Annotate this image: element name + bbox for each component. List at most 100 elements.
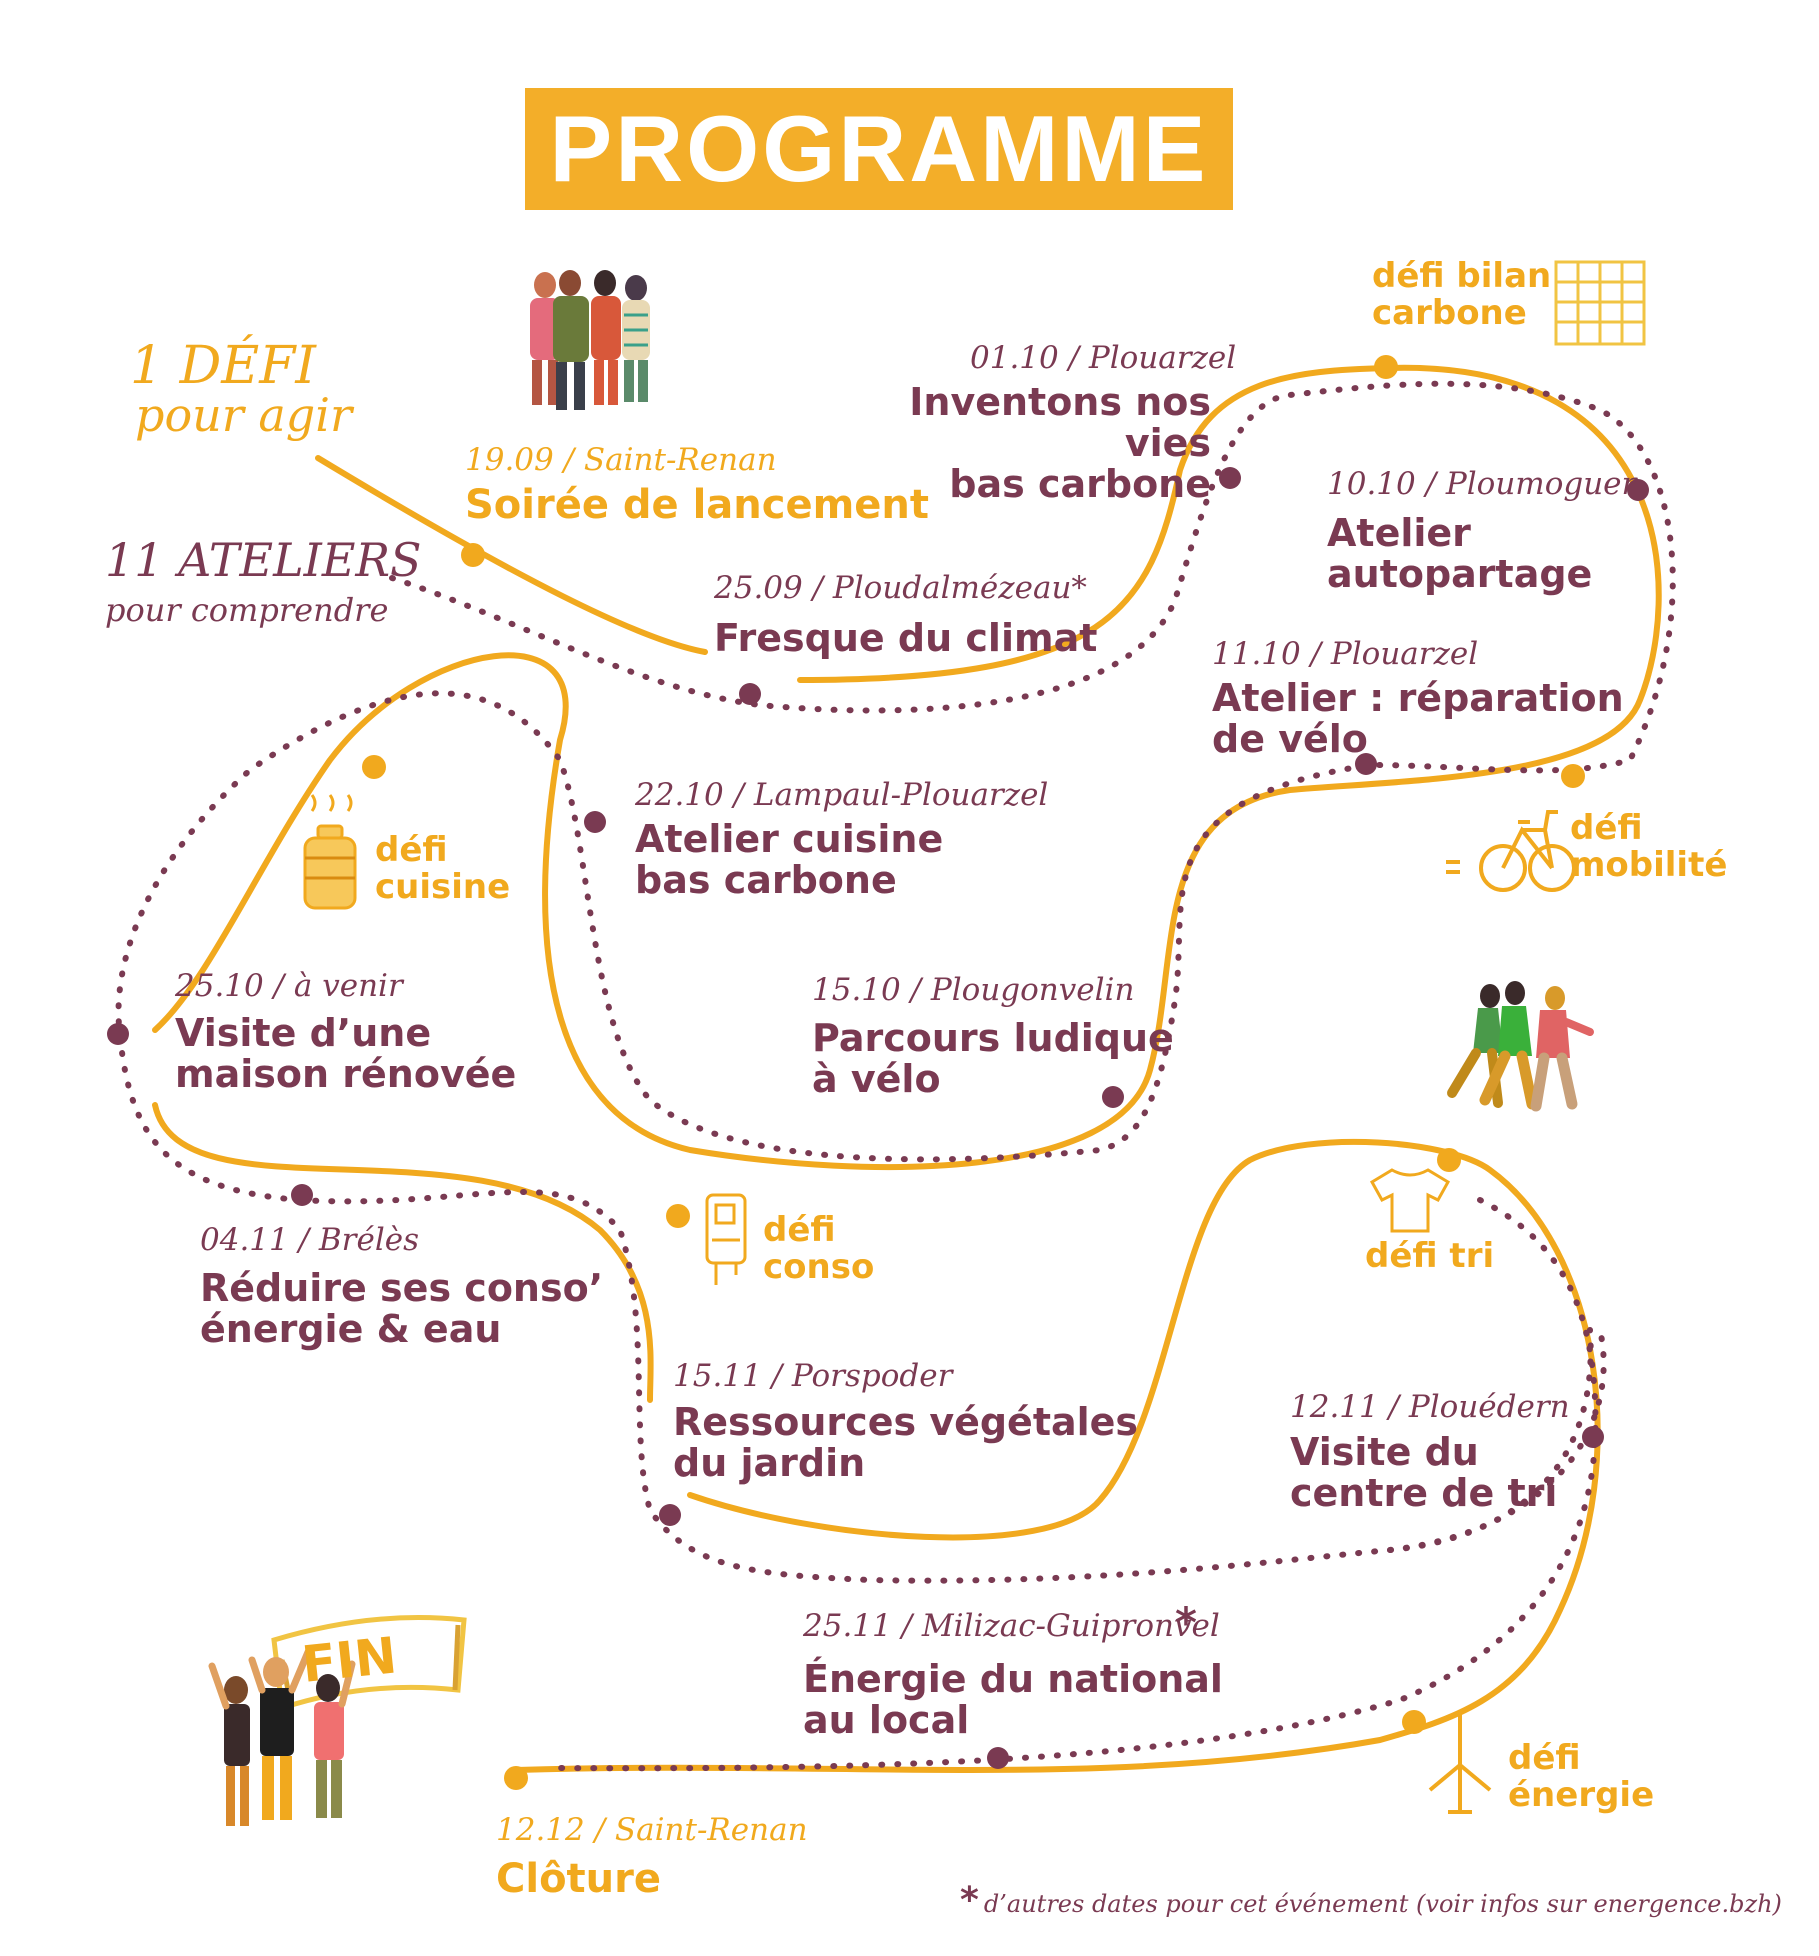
water-heater-icon: [705, 1193, 747, 1285]
defi-route-line: [152, 364, 1662, 1171]
event-title-line: bas carbone: [635, 858, 897, 903]
event-title: Atelier : réparation de vélo: [1212, 677, 1624, 762]
defi-tri-label: défi tri: [1365, 1236, 1495, 1276]
defi-label-line: carbone: [1372, 292, 1527, 333]
defi-cuisine-label: défi cuisine: [375, 832, 510, 905]
event-title-line: Ressources végétales: [673, 1400, 1139, 1444]
calendar-grid-icon: [1554, 260, 1646, 346]
event-title-line: Visite d’une: [175, 1011, 432, 1055]
ateliers-route-line: [557, 1197, 1599, 1772]
event-title-line: Atelier: [1327, 511, 1471, 555]
defi-route-line: [152, 1102, 654, 1403]
defi-route-line: [513, 1138, 1601, 1773]
atelier-marker: [1627, 479, 1649, 501]
defi-marker: [1437, 1148, 1461, 1172]
event-title: Visite d’une maison rénovée: [175, 1011, 516, 1095]
event-title: Réduire ses conso’ énergie & eau: [200, 1266, 604, 1352]
event-date: 15.11 / Porspoder: [673, 1358, 953, 1394]
asterisk-marker: *: [1175, 1598, 1197, 1647]
event-title: Atelier cuisine bas carbone: [635, 817, 944, 903]
event-title-line: énergie & eau: [200, 1307, 502, 1352]
atelier-marker: [584, 811, 606, 833]
defi-marker: [461, 543, 485, 567]
event-title: Clôture: [496, 1856, 661, 1902]
fin-sign-text: FIN: [299, 1626, 399, 1694]
tshirt-icon: [1369, 1168, 1451, 1233]
event-title-line: centre de tri: [1290, 1471, 1558, 1516]
event-title-line: Inventons nos vies: [909, 380, 1211, 466]
atelier-marker: [1102, 1086, 1124, 1108]
celebrating-people-illustration: FIN: [208, 1615, 467, 1826]
defi-label-line: défi: [1508, 1738, 1581, 1778]
legend-defi-line2: pour agir: [135, 388, 352, 442]
ateliers-route-line: [115, 380, 1676, 1584]
event-date: 10.10 / Ploumoguer: [1327, 466, 1637, 502]
event-date: 25.10 / à venir: [175, 968, 403, 1004]
event-date: 25.09 / Ploudalmézeau*: [714, 570, 1087, 606]
event-date: 12.12 / Saint-Renan: [496, 1812, 808, 1848]
defi-marker: [504, 1766, 528, 1790]
defi-conso-label: défi conso: [763, 1212, 874, 1285]
defi-marker: [666, 1204, 690, 1228]
event-title: Parcours ludique à vélo: [812, 1017, 1174, 1102]
event-title-line: du jardin: [673, 1441, 866, 1486]
footnote: * d’autres dates pour cet événement (voi…: [960, 1880, 1782, 1921]
atelier-marker: [1219, 467, 1241, 489]
page-title: PROGRAMME: [549, 96, 1209, 201]
footnote-asterisk: *: [960, 1880, 979, 1921]
event-title-line: Énergie du national: [803, 1657, 1223, 1701]
atelier-marker: [659, 1504, 681, 1526]
event-title: Atelier autopartage: [1327, 511, 1593, 597]
atelier-marker: [1582, 1426, 1604, 1448]
event-title-line: Atelier cuisine: [635, 817, 944, 861]
defi-marker: [362, 755, 386, 779]
event-date: 01.10 / Plouarzel: [970, 340, 1237, 376]
group-of-people-illustration: [530, 270, 650, 410]
event-title-line: à vélo: [812, 1057, 941, 1102]
defi-label-line: défi bilan: [1372, 256, 1552, 296]
event-title: Ressources végétales du jardin: [673, 1400, 1139, 1486]
event-title-line: de vélo: [1212, 717, 1368, 762]
event-title-line: au local: [803, 1698, 970, 1743]
event-date: 15.10 / Plougonvelin: [812, 972, 1135, 1008]
defi-label-line: énergie: [1508, 1774, 1655, 1815]
atelier-marker: [291, 1184, 313, 1206]
event-title: Soirée de lancement: [465, 482, 930, 528]
legend-ateliers-line1: 11 ATELIERS: [105, 533, 422, 587]
event-title-line: bas carbone: [949, 462, 1211, 507]
defi-route-line: [315, 455, 708, 655]
event-title: Énergie du national au local: [803, 1657, 1223, 1743]
atelier-marker: [1355, 753, 1377, 775]
atelier-marker: [987, 1747, 1009, 1769]
ateliers-route-line: [1387, 1327, 1594, 1553]
atelier-marker: [107, 1023, 129, 1045]
defi-label-line: défi: [375, 830, 448, 870]
footnote-text: d’autres dates pour cet événement (voir …: [983, 1890, 1782, 1918]
defi-energie-label: défi énergie: [1508, 1740, 1654, 1813]
title-banner: PROGRAMME: [525, 88, 1233, 210]
defi-marker: [1374, 355, 1398, 379]
event-title: Visite du centre de tri: [1290, 1430, 1558, 1516]
event-title: Fresque du climat: [714, 616, 1098, 660]
event-date: 12.11 / Plouédern: [1290, 1389, 1570, 1425]
event-date: 25.11 / Milizac-Guipronvel: [803, 1608, 1220, 1644]
event-title-line: Visite du: [1290, 1430, 1479, 1474]
defi-label-line: conso: [763, 1246, 875, 1287]
defi-label-line: défi: [1570, 808, 1643, 848]
event-date: 22.10 / Lampaul-Plouarzel: [635, 777, 1049, 813]
defi-label-line: cuisine: [375, 866, 511, 907]
event-title: Inventons nos vies bas carbone: [866, 380, 1211, 507]
defi-label-line: mobilité: [1570, 844, 1728, 885]
running-people-illustration: [1447, 981, 1594, 1112]
event-title-line: Réduire ses conso’: [200, 1266, 604, 1310]
bicycle-icon: [1446, 810, 1576, 892]
atelier-marker: [739, 683, 761, 705]
legend-defi-line1: 1 DÉFI: [130, 336, 316, 396]
event-title-line: autopartage: [1327, 552, 1593, 597]
event-date: 11.10 / Plouarzel: [1212, 636, 1479, 672]
defi-label-line: défi: [763, 1210, 836, 1250]
defi-marker: [1561, 764, 1585, 788]
event-date: 04.11 / Brélès: [200, 1222, 420, 1258]
